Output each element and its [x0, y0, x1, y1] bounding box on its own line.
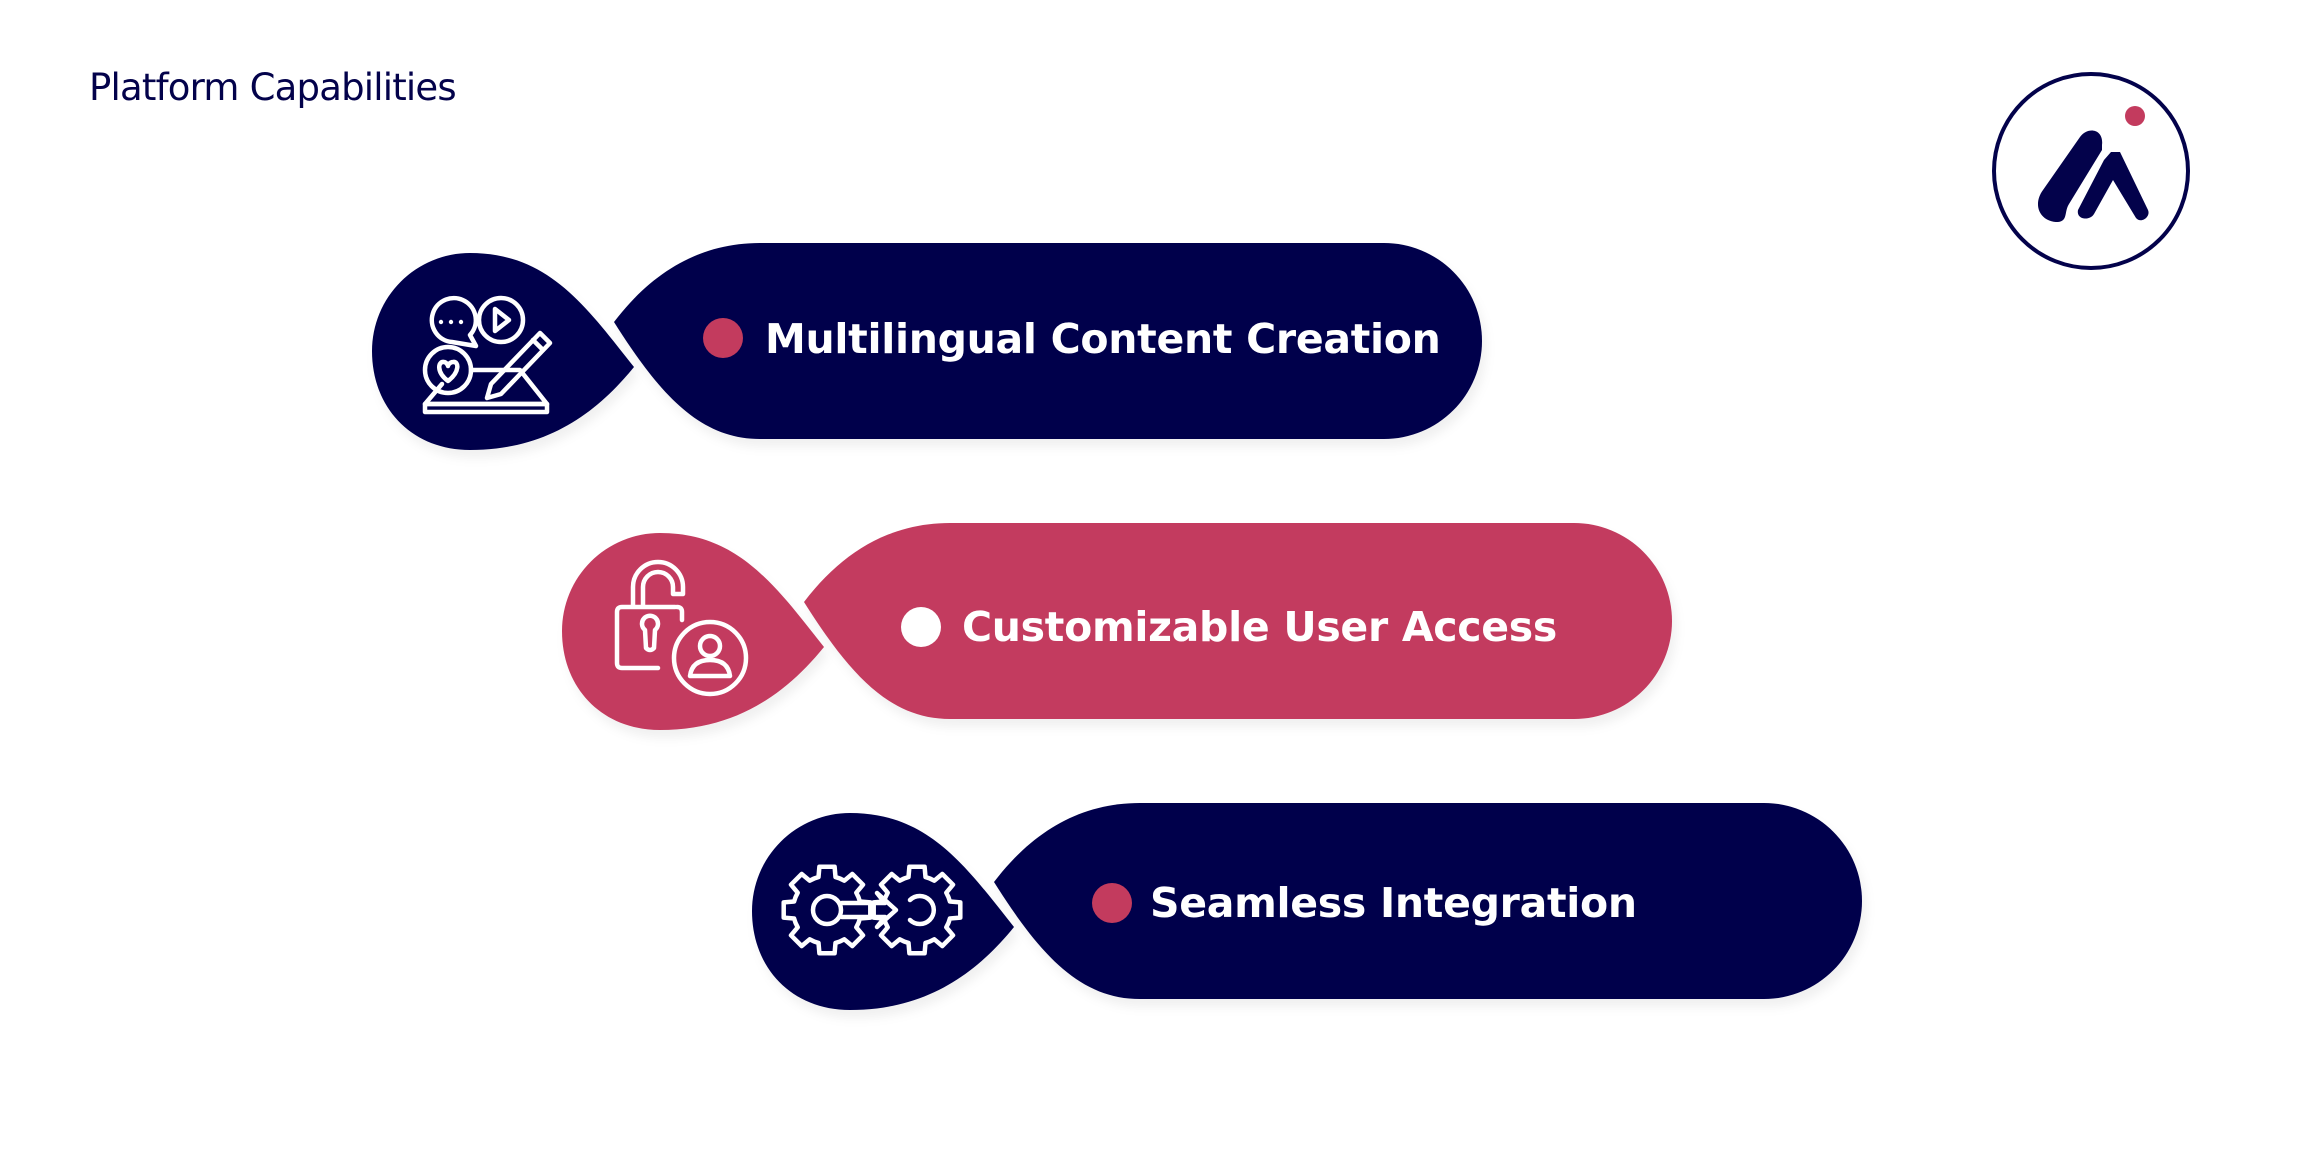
logo-mark [2037, 130, 2103, 222]
arrow-right-icon [839, 890, 899, 930]
user-access-lock-icon [614, 559, 749, 697]
gear-icon [781, 864, 873, 956]
capability-label: Multilingual Content Creation [765, 315, 1441, 363]
capability-row: Customizable User Access [562, 523, 1672, 730]
bullet-dot [1092, 883, 1132, 923]
capability-label: Seamless Integration [1150, 879, 1637, 927]
icon-teardrop [752, 813, 1014, 1010]
capability-row: Multilingual Content Creation [372, 243, 1482, 450]
icon-teardrop [372, 253, 634, 450]
content-creation-icon [422, 295, 553, 415]
gears-integration-icon [781, 864, 963, 956]
bullet-dot [703, 318, 743, 358]
capability-row: Seamless Integration [752, 803, 1862, 1010]
brand-logo[interactable] [1992, 72, 2190, 270]
gear-hub [907, 893, 937, 927]
logo-mark [2077, 152, 2149, 221]
bullet-dot [901, 607, 941, 647]
page-title: Platform Capabilities [89, 66, 457, 109]
logo-dot [2125, 106, 2145, 126]
icon-teardrop [562, 533, 824, 730]
logo-ring [1992, 72, 2190, 270]
gear-hub [810, 893, 844, 927]
capability-label: Customizable User Access [962, 603, 1557, 651]
